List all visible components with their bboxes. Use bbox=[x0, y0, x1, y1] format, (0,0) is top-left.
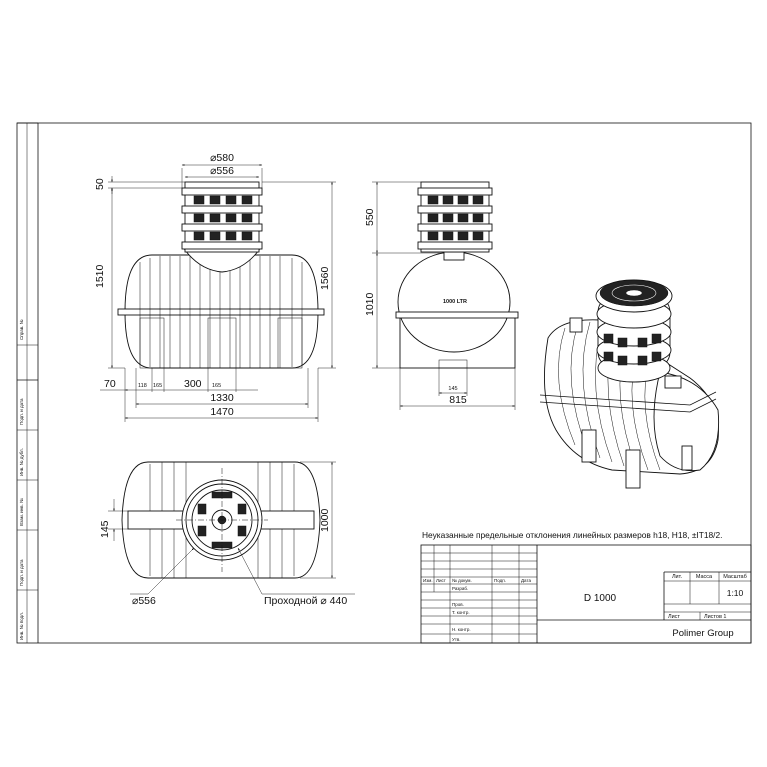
tb-header-date: Дата bbox=[521, 578, 531, 583]
tb-row-tech-control: Т. контр. bbox=[452, 610, 470, 615]
side-label-ref: Справ. № bbox=[19, 319, 24, 340]
side-view: 1000 LTR 550 1010 145 815 bbox=[364, 181, 519, 410]
dim-w165a: 165 bbox=[153, 383, 162, 389]
dim-w118: 118 bbox=[138, 383, 147, 389]
tb-company: Polimer Group bbox=[672, 628, 733, 639]
dim-h1010: 1010 bbox=[364, 292, 376, 316]
tank-label: 1000 LTR bbox=[443, 299, 467, 305]
dim-top-d556: ⌀556 bbox=[132, 595, 156, 607]
dim-w815: 815 bbox=[449, 394, 467, 406]
dim-w165b: 165 bbox=[212, 383, 221, 389]
sheet-frame bbox=[16, 122, 752, 644]
tb-row-norm-control: Н. контр. bbox=[452, 627, 471, 632]
front-view: ⌀580 ⌀556 50 1510 1560 70 118 165 300 16… bbox=[94, 152, 336, 422]
side-label-sign-date-2: Подп. и дата bbox=[19, 559, 24, 586]
dim-w70: 70 bbox=[104, 378, 116, 390]
side-label-inv-dup: Инв. № дубл. bbox=[19, 448, 24, 476]
dim-h1510: 1510 bbox=[94, 264, 106, 288]
dim-d580: ⌀580 bbox=[210, 152, 234, 164]
side-label-replace-inv: Взам. инв. № bbox=[19, 498, 24, 526]
tb-lit-label: Лит. bbox=[672, 574, 683, 580]
side-label-inv-orig: Инв. № подл. bbox=[19, 612, 24, 640]
dim-h50: 50 bbox=[94, 178, 106, 190]
dim-w300: 300 bbox=[184, 378, 202, 390]
dim-w145: 145 bbox=[448, 386, 457, 392]
tb-designation: D 1000 bbox=[584, 593, 617, 604]
isometric-view bbox=[539, 279, 720, 489]
tb-sheet-label: Лист bbox=[668, 614, 680, 620]
dim-w1470: 1470 bbox=[210, 406, 234, 418]
dim-h1560: 1560 bbox=[319, 266, 331, 290]
tb-header-sheet: Лист bbox=[436, 578, 446, 583]
tb-scale-value: 1:10 bbox=[727, 588, 744, 598]
tb-header-doc: № докум. bbox=[452, 578, 472, 583]
tb-header-change: Изм. bbox=[423, 578, 433, 583]
dim-top-passage: Проходной ⌀ 440 bbox=[264, 595, 347, 607]
tb-sheets-label: Листов 1 bbox=[704, 614, 726, 620]
dim-d556: ⌀556 bbox=[210, 165, 234, 177]
top-view: 145 1000 ⌀556 Проходной ⌀ 440 bbox=[99, 461, 355, 607]
tb-row-checked: Пров. bbox=[452, 602, 464, 607]
side-label-sign-date-1: Подп. и дата bbox=[19, 398, 24, 425]
dim-h550: 550 bbox=[364, 208, 376, 226]
tb-header-sign: Подп. bbox=[494, 578, 506, 583]
dim-w1330: 1330 bbox=[210, 392, 234, 404]
side-stamp-labels: Справ. № Подп. и дата Инв. № дубл. Взам.… bbox=[19, 319, 24, 640]
title-block: Изм. Лист № докум. Подп. Дата Разраб. Пр… bbox=[420, 544, 752, 644]
dim-top-w145: 145 bbox=[99, 520, 111, 538]
dim-top-h1000: 1000 bbox=[319, 508, 331, 532]
tb-row-developed: Разраб. bbox=[452, 586, 468, 591]
tolerance-note: Неуказанные предельные отклонения линейн… bbox=[422, 530, 723, 540]
tb-scale-label: Масштаб bbox=[723, 574, 747, 580]
tb-mass-label: Масса bbox=[696, 574, 713, 580]
tb-row-approved: Утв. bbox=[452, 637, 461, 642]
